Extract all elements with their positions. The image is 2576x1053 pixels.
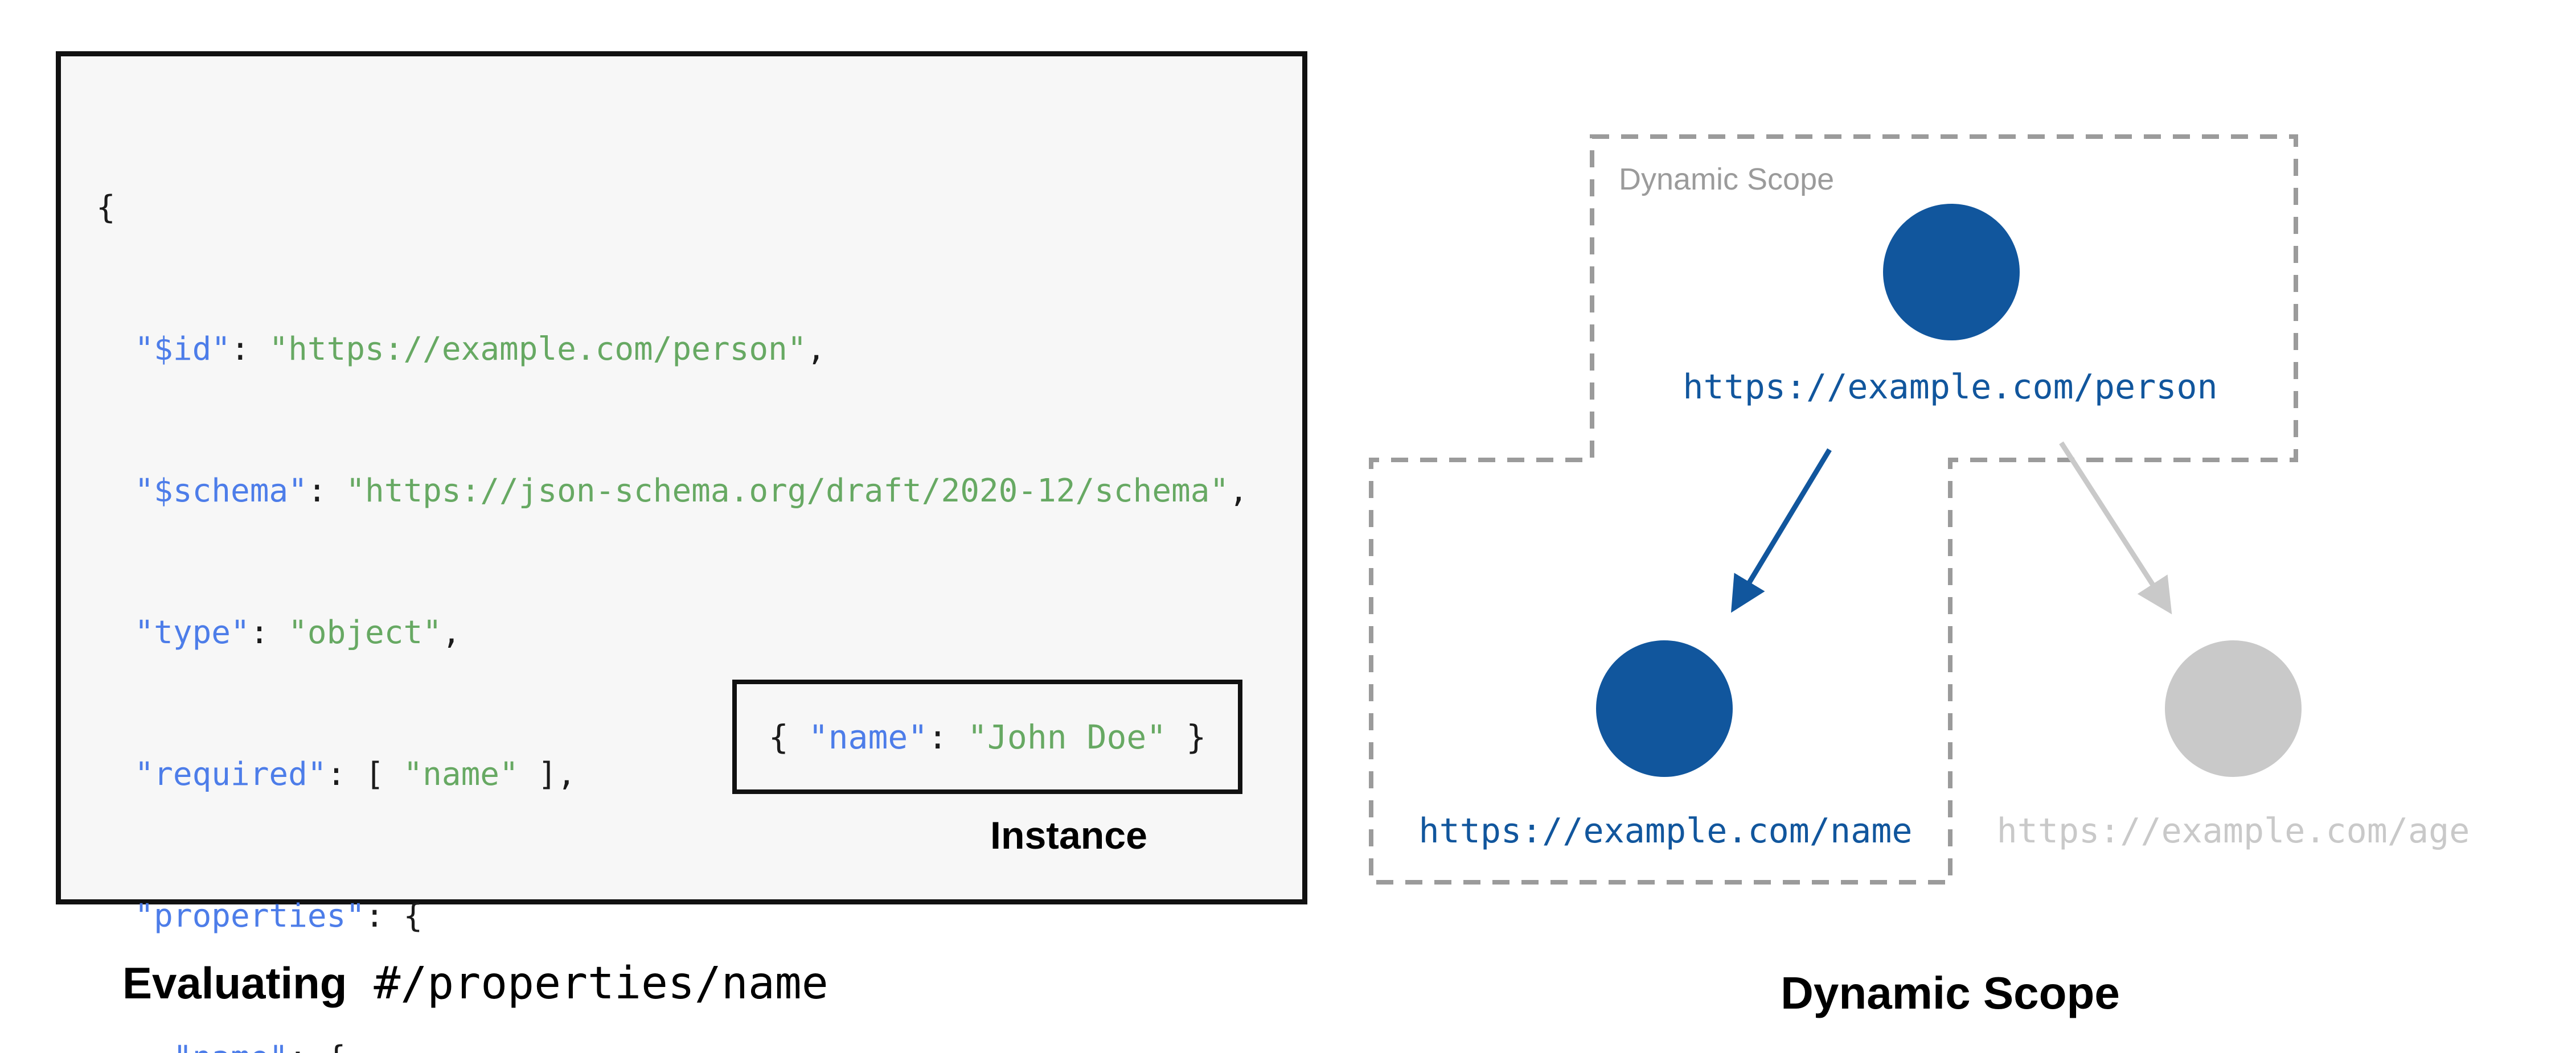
code-line: "properties": {	[96, 892, 1248, 940]
name-url-label: https://example.com/name	[1419, 811, 1913, 851]
name-schema-node	[1596, 640, 1733, 777]
json-string-value: "name"	[403, 756, 519, 793]
json-key: "name"	[96, 1039, 288, 1053]
caption-json-pointer: #/properties/name	[347, 958, 828, 1009]
dynamic-scope-outline	[1369, 134, 2298, 885]
json-key: "name"	[808, 717, 928, 756]
json-punctuation: :	[249, 614, 289, 651]
json-key: "$id"	[96, 331, 231, 368]
json-key: "type"	[96, 614, 250, 651]
left-caption: Evaluating #/properties/name	[122, 957, 828, 1009]
person-schema-node	[1883, 204, 2020, 340]
json-punctuation: :	[307, 472, 346, 509]
code-line: {	[96, 184, 1248, 231]
dynamic-scope-diagram: Dynamic Scope https://example.com/person…	[1369, 134, 2470, 1018]
code-line: "$id": "https://example.com/person",	[96, 326, 1248, 373]
json-string-value: "https://example.com/person"	[269, 331, 807, 368]
age-schema-node	[2165, 640, 2302, 777]
json-punctuation: : [	[326, 756, 404, 793]
code-line: "$schema": "https://json-schema.org/draf…	[96, 467, 1248, 515]
json-punctuation: : {	[288, 1039, 346, 1053]
age-url-label: https://example.com/age	[1997, 811, 2470, 851]
json-string-value: "https://json-schema.org/draft/2020-12/s…	[346, 472, 1229, 509]
json-string-value: "John Doe"	[967, 717, 1167, 756]
right-caption: Dynamic Scope	[1781, 968, 2120, 1018]
json-punctuation: :	[928, 717, 968, 756]
json-key: "$schema"	[96, 472, 307, 509]
instance-label: Instance	[990, 814, 1147, 857]
json-punctuation: :	[231, 331, 269, 368]
json-string-value: "object"	[288, 614, 442, 651]
instance-box: { "name": "John Doe" }	[732, 680, 1242, 794]
json-punctuation: ,	[806, 331, 826, 368]
json-punctuation: {	[96, 189, 116, 226]
json-punctuation: ,	[441, 614, 461, 651]
schema-code-box: { "$id": "https://example.com/person", "…	[56, 51, 1307, 1053]
json-punctuation: ,	[1229, 472, 1248, 509]
json-key: "properties"	[96, 898, 366, 935]
json-punctuation: : {	[365, 898, 423, 935]
schema-json-code: { "$id": "https://example.com/person", "…	[96, 89, 1248, 1053]
code-line: "type": "object",	[96, 609, 1248, 656]
person-url-label: https://example.com/person	[1683, 367, 2217, 407]
json-punctuation: ],	[518, 756, 576, 793]
json-punctuation: {	[768, 717, 809, 756]
json-punctuation: }	[1166, 717, 1207, 756]
arrow-to-age	[2059, 441, 2172, 615]
code-line: "required": [ "name" ],	[96, 751, 1248, 798]
json-key: "required"	[96, 756, 327, 793]
caption-evaluating: Evaluating	[122, 958, 347, 1008]
dynamic-scope-inner-label: Dynamic Scope	[1619, 162, 1834, 196]
code-line: "name": {	[96, 1034, 1248, 1053]
instance-json: { "name": "John Doe" }	[769, 718, 1206, 756]
arrow-to-name	[1731, 448, 1832, 613]
